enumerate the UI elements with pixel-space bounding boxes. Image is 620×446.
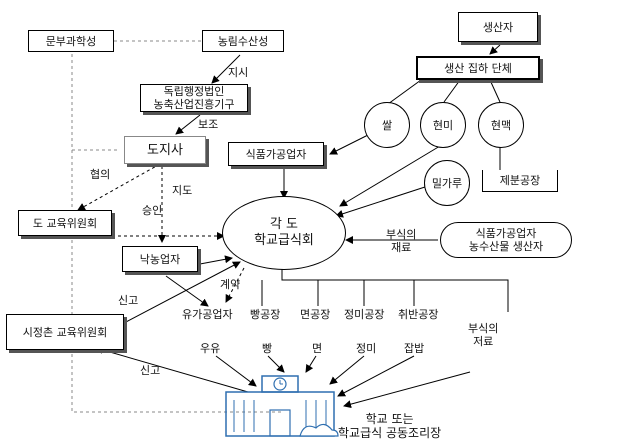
polished-circle: 현맥 bbox=[478, 102, 524, 148]
municipal-board-label: 시정촌 교육위원회 bbox=[22, 325, 108, 339]
council-line1: 각 도 bbox=[269, 217, 299, 232]
school-line1: 학교 또는 bbox=[365, 412, 414, 426]
arrow-flour-council bbox=[335, 185, 429, 218]
arrow-bread-school bbox=[267, 355, 285, 373]
arrow-alic-prefecture bbox=[175, 114, 201, 135]
arrow-contract bbox=[225, 267, 245, 303]
product-rice: 정미 bbox=[356, 342, 377, 355]
rice-circle: 쌀 bbox=[364, 102, 410, 148]
pref-board-box: 도 교육위원회 bbox=[18, 210, 112, 236]
product-mixed: 잡밥 bbox=[404, 342, 425, 355]
alic-label-line2: 농축산업진흥기구 bbox=[153, 98, 235, 111]
arrow-rice-foodproc bbox=[329, 133, 371, 155]
label-contract: 계약 bbox=[220, 278, 241, 291]
side-supplier-line2: 농수산물 생산자 bbox=[468, 240, 544, 253]
polished-label: 현맥 bbox=[490, 119, 512, 132]
mext-box: 문부과학성 bbox=[28, 30, 114, 52]
product-bread: 빵 bbox=[262, 342, 273, 355]
label-side-dish: 부식의 저료 bbox=[468, 322, 498, 348]
factory-bread: 빵공장 bbox=[250, 308, 281, 321]
wheat-circle: 현미 bbox=[420, 102, 466, 148]
prefecture-label: 도지사 bbox=[147, 142, 183, 158]
factory-noodle: 면공장 bbox=[300, 308, 331, 321]
label-approval: 승인 bbox=[142, 204, 163, 217]
producer-box: 생산자 bbox=[458, 12, 538, 42]
alic-label-line1: 독립행정법인 bbox=[163, 85, 225, 98]
rice-label: 쌀 bbox=[381, 119, 393, 132]
label-side-material: 부식의 재료 bbox=[386, 228, 416, 254]
school-line2: 학교급식 공동조리장 bbox=[338, 426, 442, 440]
municipal-board-box: 시정촌 교육위원회 bbox=[6, 314, 124, 350]
maff-box: 농림수산성 bbox=[202, 30, 284, 52]
alic-box: 독립행정법인 농축산업진흥기구 bbox=[140, 84, 248, 112]
council-ellipse: 각 도 학교급식회 bbox=[222, 196, 346, 270]
arrow-school-municipal bbox=[95, 346, 249, 393]
factory-cooked: 취반공장 bbox=[398, 308, 439, 321]
line-collective-wheat bbox=[443, 79, 461, 103]
factory-rice: 정미공장 bbox=[344, 308, 385, 321]
product-milk: 우유 bbox=[200, 342, 221, 355]
arrow-maff-alic bbox=[211, 54, 241, 84]
pref-board-label: 도 교육위원회 bbox=[32, 216, 98, 230]
side-material-line2: 재료 bbox=[391, 241, 412, 254]
school-building-icon bbox=[225, 375, 339, 437]
dairy-box: 낙농업자 bbox=[122, 246, 198, 272]
prefecture-box: 도지사 bbox=[124, 136, 206, 164]
dairy-label: 낙농업자 bbox=[139, 252, 181, 266]
flour-mill-box: 제분공장 bbox=[482, 170, 558, 192]
arrow-milk-school bbox=[215, 355, 257, 387]
arrow-polished-school bbox=[329, 355, 365, 385]
label-consult: 협의 bbox=[90, 168, 111, 181]
arrow-municipal-council bbox=[125, 261, 241, 323]
council-line2: 학교급식회 bbox=[254, 233, 314, 248]
label-report-upper: 신고 bbox=[118, 294, 139, 307]
arrow-producer-collective bbox=[489, 44, 501, 55]
side-material-line1: 부식의 bbox=[386, 228, 417, 241]
label-guidance: 지도 bbox=[172, 184, 193, 197]
mext-label: 문부과학성 bbox=[45, 34, 97, 48]
arrow-mixed-school bbox=[337, 355, 415, 397]
side-dish-line1: 부식의 bbox=[468, 322, 499, 335]
food-processor-box: 식품가공업자 bbox=[228, 142, 324, 166]
side-supplier-box: 식품가공업자 농수산물 생산자 bbox=[440, 222, 572, 258]
arrow-dairy-council bbox=[199, 255, 233, 265]
flour-label: 밀가루 bbox=[431, 177, 463, 190]
flour-circle: 밀가루 bbox=[424, 160, 470, 206]
label-report-lower: 신고 bbox=[140, 364, 161, 377]
collective-label: 생산 집하 단체 bbox=[444, 61, 512, 75]
wheat-label: 현미 bbox=[432, 119, 454, 132]
line-collective-polished bbox=[489, 79, 501, 103]
arrow-prefecture-board bbox=[77, 163, 161, 211]
school-label: 학교 또는 학교급식 공동조리장 bbox=[338, 412, 441, 440]
flour-mill-label: 제분공장 bbox=[499, 174, 541, 187]
label-subsidy: 보조 bbox=[198, 118, 219, 131]
arrow-noodle-school bbox=[305, 355, 317, 373]
maff-label: 농림수산성 bbox=[217, 34, 269, 48]
label-instruct: 지시 bbox=[228, 66, 249, 79]
factory-dairy: 유가공업자 bbox=[182, 308, 233, 321]
bus-council-factories bbox=[281, 268, 509, 312]
arrow-wheat-council bbox=[339, 145, 441, 207]
side-dish-line2: 저료 bbox=[473, 335, 494, 348]
food-processor-label: 식품가공업자 bbox=[245, 147, 307, 161]
collective-box: 생산 집하 단체 bbox=[416, 56, 540, 80]
dotted-frame-line bbox=[71, 54, 282, 413]
arrow-side-school bbox=[343, 371, 471, 409]
producer-label: 생산자 bbox=[482, 20, 514, 34]
side-supplier-line1: 식품가공업자 bbox=[475, 227, 537, 240]
product-noodle: 면 bbox=[312, 342, 323, 355]
arrow-dairy-processor bbox=[165, 275, 209, 307]
